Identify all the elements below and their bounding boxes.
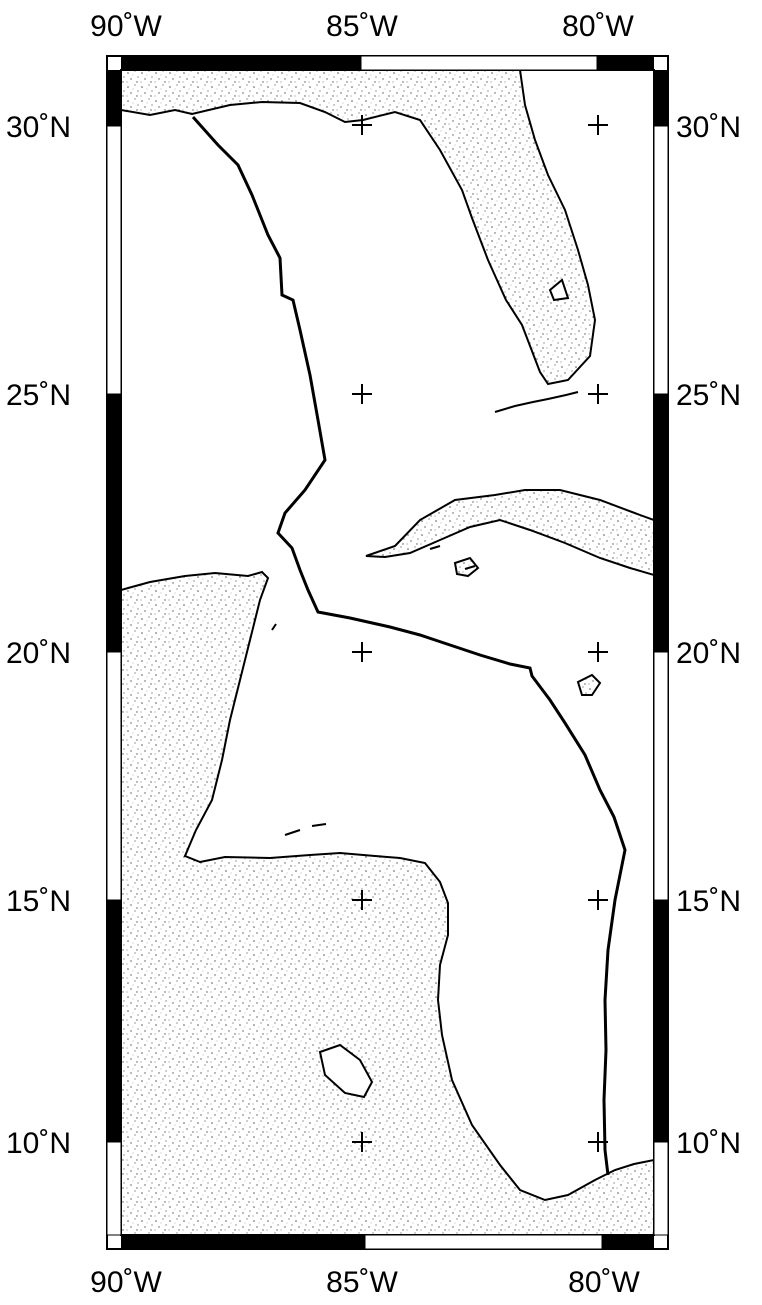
lon-label-top-85w: 85˚W [326,10,398,43]
lat-label-right-25n: 25˚N [676,379,742,412]
lat-label-right-30n: 30˚N [676,111,742,144]
land-isle-of-youth [453,556,480,578]
graticule-crosses [352,115,608,1152]
lon-label-bottom-90w: 90˚W [90,1266,162,1299]
track-line [191,116,627,1176]
lon-label-bottom-85w: 85˚W [326,1266,398,1299]
land-masses [121,70,654,1235]
lat-label-left-20n: 20˚N [6,637,72,670]
cayman-islands [429,545,476,570]
land-lake-nicaragua [318,1043,374,1099]
land-yucatan-central-america [121,570,654,1235]
lon-label-top-80w: 80˚W [562,10,634,43]
land-usa-florida [121,70,597,386]
lon-label-bottom-80w: 80˚W [568,1266,640,1299]
lat-label-left-30n: 30˚N [6,111,72,144]
lat-label-right-10n: 10˚N [676,1127,742,1160]
land-jamaica [576,673,602,696]
lon-label-top-90w: 90˚W [90,10,162,43]
map-frame [106,55,669,1250]
land-cuba [365,489,654,577]
bay-islands [284,823,327,836]
lat-label-right-15n: 15˚N [676,885,742,918]
lat-label-left-10n: 10˚N [6,1127,72,1160]
lat-label-right-20n: 20˚N [676,637,742,670]
florida-keys [494,391,579,413]
keys-and-islets [271,391,579,836]
lat-label-left-15n: 15˚N [6,885,72,918]
lat-label-left-25n: 25˚N [6,379,72,412]
cozumel [271,623,277,631]
land-lake-okeechobee [548,278,570,302]
